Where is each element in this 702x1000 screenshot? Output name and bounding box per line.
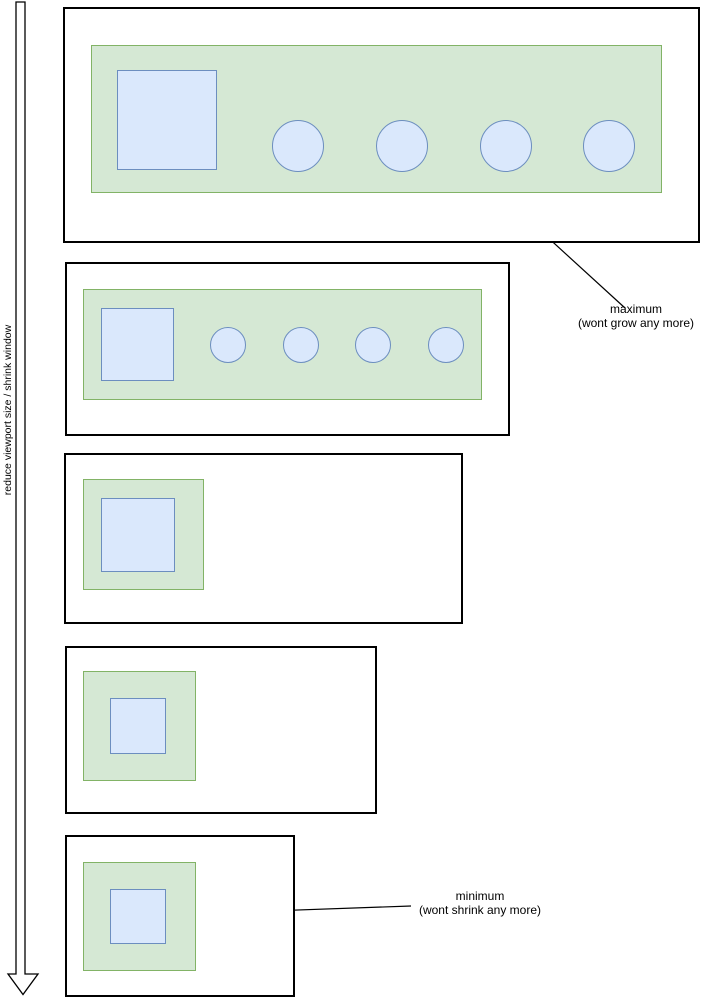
maximum-annotation-line2: (wont grow any more) [577, 316, 695, 330]
item-circle [583, 120, 635, 172]
reduce-viewport-label: reduce viewport size / shrink window [2, 324, 14, 496]
hero-square-4 [110, 698, 166, 754]
viewport-window-5 [65, 835, 295, 997]
maximum-annotation: maximum (wont grow any more) [556, 302, 702, 330]
minimum-annotation: minimum (wont shrink any more) [395, 889, 565, 917]
item-circle [283, 327, 319, 363]
content-box-2 [83, 289, 482, 400]
item-circle [428, 327, 464, 363]
item-circle [376, 120, 428, 172]
viewport-window-4 [65, 646, 377, 814]
hero-square-5 [110, 889, 166, 944]
item-circle [210, 327, 246, 363]
content-box-1 [91, 45, 662, 193]
item-circle [272, 120, 324, 172]
viewport-window-3 [64, 453, 463, 624]
content-box-5 [83, 862, 196, 971]
item-circle [480, 120, 532, 172]
content-box-4 [83, 671, 196, 781]
minimum-annotation-line2: (wont shrink any more) [418, 903, 542, 917]
hero-square-1 [117, 70, 217, 170]
minimum-annotation-line1: minimum [455, 889, 505, 903]
item-circle [355, 327, 391, 363]
viewport-window-2 [65, 262, 510, 436]
maximum-annotation-line1: maximum [609, 302, 662, 316]
hero-square-2 [101, 308, 174, 381]
hero-square-3 [101, 498, 175, 572]
viewport-window-1 [63, 7, 700, 243]
content-box-3 [83, 479, 204, 590]
